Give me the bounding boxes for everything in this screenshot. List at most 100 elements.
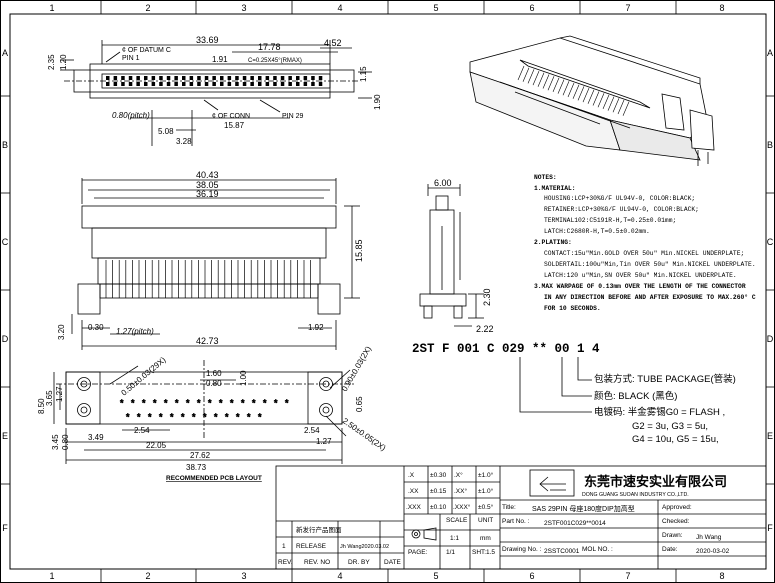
dim-label: 2.54 [304,426,320,435]
dim-label: 40.43 [196,170,219,180]
dim-label: 3.28 [176,137,192,146]
row-label: E [767,431,773,441]
projection-symbol [411,527,437,541]
tol-cell: ±1.0° [478,471,494,479]
top-pin [204,76,209,80]
col-label: 1 [49,571,54,581]
page-value: 1/1 [446,549,455,556]
top-pin [258,76,262,80]
front-view-labels: 40.43 38.05 36.19 15.85 0.30 1.27(pitch)… [57,170,364,346]
row-label: C [2,237,9,247]
side-view-labels: 6.00 2.30 2.22 [434,178,494,334]
iso-pin [572,84,580,99]
plating-line: G4 = 10u, G5 = 15u, [632,434,719,445]
note-line: CONTACT:15u"Min.GOLD OVER 50u" Min.NICKE… [544,250,744,257]
top-pin [227,76,232,80]
iso-pin [547,76,555,91]
top-pin [311,82,315,86]
scale-value: 1:1 [450,535,459,542]
top-pin [273,82,277,86]
dim-label: 15.87 [224,121,245,130]
dim-label: 0.50±0.03(29X) [120,355,168,398]
unit-value: mm [480,535,491,542]
dim-label: 6.00 [434,178,452,188]
col-label: 2 [145,571,150,581]
row-label: B [2,140,8,150]
pcb-pad: * [219,398,223,408]
note-line: HOUSING:LCP+30%G/F UL94V-0, COLOR:BLACK; [544,195,695,202]
note-line: 3.MAX WARPAGE OF 0.13mm OVER THE LENGTH … [534,283,746,290]
drawn-label: Drawn: [662,532,683,539]
row-label: B [767,140,773,150]
iso-pin [522,67,530,82]
pcb-pad: * [192,412,196,422]
row-label: C [767,237,774,247]
top-pin [227,82,232,86]
row-label: D [767,334,774,344]
top-pin [166,82,171,86]
top-pin [235,82,239,86]
top-pin [250,76,254,80]
dim-label: 5.08 [158,127,174,136]
pcb-pad: * [247,412,251,422]
dim-label: 2.50±0.05(2X) [341,416,388,453]
pcb-pad: * [225,412,229,422]
approved-label: Approved: [662,504,692,511]
note-line: FOR 10 SECONDS. [544,305,601,312]
pcb-pad: * [131,398,135,408]
plating-line: G2 = 3u, G3 = 5u, [632,421,708,432]
top-pin [242,82,247,86]
col-label: 7 [625,3,630,13]
title-label: Title: [502,504,516,511]
top-pin [144,76,148,80]
tol-cell: .XX° [454,487,467,495]
row-label: E [2,431,8,441]
top-pin [250,82,254,86]
top-pin [136,82,140,86]
title-block [275,465,767,570]
top-pin [128,82,133,86]
note-line: IN ANY DIRECTION BEFORE AND AFTER EXPOSU… [544,293,756,301]
scale-label: SCALE [446,517,468,524]
row-label: D [2,334,9,344]
rev-header: DR. BY [348,559,370,566]
iso-pin [567,82,575,98]
date-value: 2020-03-02 [696,548,730,555]
top-pin [296,82,300,86]
pcb-pad: * [126,412,130,422]
pcb-pad: * [214,412,218,422]
top-pin [220,82,224,86]
drawn-value: Jh Wang [696,534,722,541]
tol-cell: ±0.5° [478,503,494,511]
tol-cell: .X [408,472,415,479]
dim-label: 0.80 [206,379,222,388]
col-label: 1 [49,3,54,13]
dim-label: 0.80(pitch) [112,111,150,120]
top-pin [174,82,178,86]
top-pin [121,82,125,86]
tol-cell: .XXX [406,504,421,511]
notes: NOTES: 1.MATERIAL: HOUSING:LCP+30%G/F UL… [534,174,756,312]
iso-pin [552,77,560,93]
tol-cell: ±0.30 [430,472,447,479]
isometric-view [469,35,715,166]
pkg-line: 包装方式: TUBE PACKAGE(管装) [594,373,736,385]
dim-label: 0.30 [88,323,104,332]
dim-label: 38.73 [186,463,207,472]
top-pin [189,76,194,80]
col-label: 4 [337,571,342,581]
pcb-pad: * [137,412,141,422]
pcb-pad: * [274,398,278,408]
title-value: SAS 29PIN 母座180度DIP加高型 [532,504,635,513]
dim-label: ¢ OF DATUM C [122,47,171,54]
pcb-pad: * [203,412,207,422]
tol-cell: .XXX° [453,503,471,511]
col-label: 4 [337,3,342,13]
top-pin [174,76,178,80]
dim-label: 27.62 [190,451,211,460]
pcb-pad: * [208,398,212,408]
dim-label: 3.20 [57,324,66,340]
rev-header: DATE [384,559,402,566]
side-view [419,184,484,327]
